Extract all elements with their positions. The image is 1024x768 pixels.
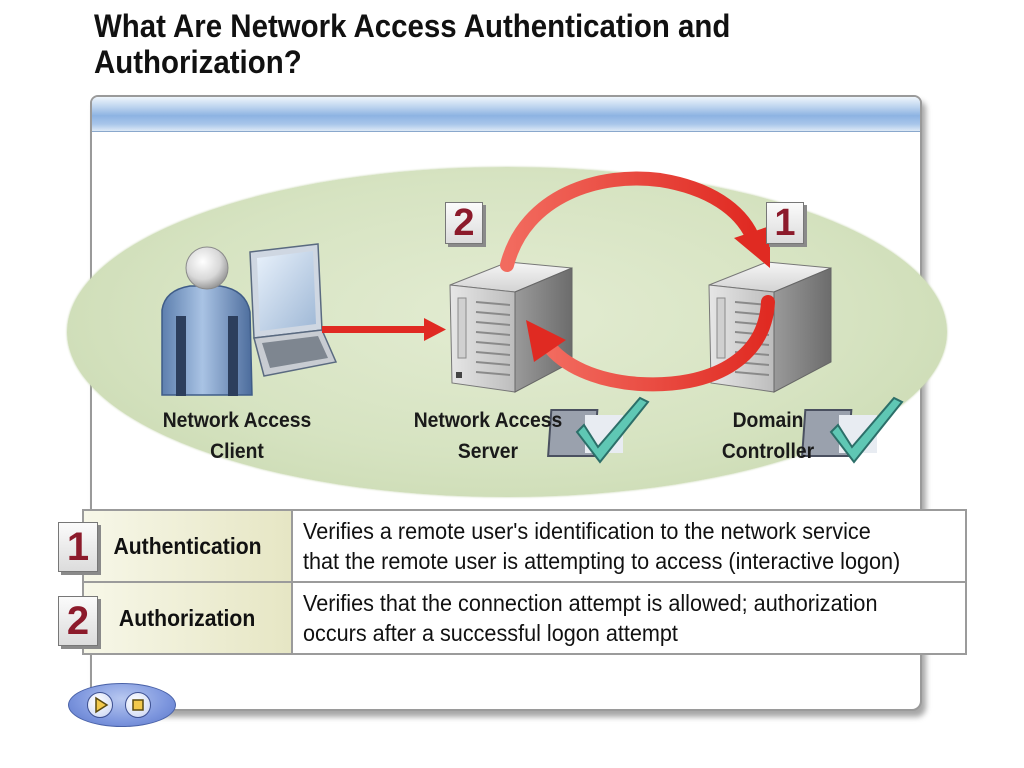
client-label: Network Access Client	[145, 405, 329, 467]
description-line: Verifies that the connection attempt is …	[303, 590, 878, 616]
description-cell: Verifies a remote user's identification …	[291, 509, 967, 583]
lower-exchange-arrow	[526, 295, 775, 392]
server-label: Network Access Server	[396, 405, 580, 467]
table-row: Authorization Verifies that the connecti…	[82, 581, 967, 655]
term-cell: Authentication	[82, 509, 293, 583]
user-icon	[161, 246, 253, 396]
row-badge-1: 1	[58, 522, 98, 572]
term-authentication: Authentication	[113, 532, 262, 559]
definition-table: Authentication Verifies a remote user's …	[82, 509, 967, 655]
server-label-line2: Server	[457, 440, 519, 463]
server-icon	[449, 261, 573, 393]
request-arrow	[322, 318, 446, 341]
server-label-line1: Network Access	[413, 409, 563, 432]
laptop-icon	[249, 243, 338, 377]
play-icon	[95, 696, 109, 714]
description-line: occurs after a successful logon attempt	[303, 620, 678, 646]
controller-label-line2: Controller	[721, 440, 815, 463]
table-row: Authentication Verifies a remote user's …	[82, 509, 967, 583]
checkmark-icon	[801, 396, 904, 464]
slide-navigation	[68, 683, 176, 727]
stop-button[interactable]	[125, 692, 151, 718]
controller-label: Domain Controller	[690, 405, 846, 467]
row-badge-2: 2	[58, 596, 98, 646]
description-cell: Verifies that the connection attempt is …	[291, 581, 967, 655]
term-cell: Authorization	[82, 581, 293, 655]
term-authorization: Authorization	[119, 604, 256, 631]
step-badge-controller: 1	[766, 202, 804, 244]
checkmark-icon	[547, 396, 650, 464]
stop-icon	[132, 699, 144, 711]
upper-exchange-arrow	[500, 171, 770, 272]
description-line: that the remote user is attempting to ac…	[303, 548, 901, 574]
description-line: Verifies a remote user's identification …	[303, 518, 871, 544]
client-label-line2: Client	[210, 440, 264, 463]
client-label-line1: Network Access	[162, 409, 312, 432]
slide-title: What Are Network Access Authentication a…	[94, 8, 731, 80]
step-badge-server: 2	[445, 202, 483, 244]
controller-label-line1: Domain	[732, 409, 804, 432]
play-button[interactable]	[87, 692, 113, 718]
frame-header-bar	[92, 97, 920, 132]
